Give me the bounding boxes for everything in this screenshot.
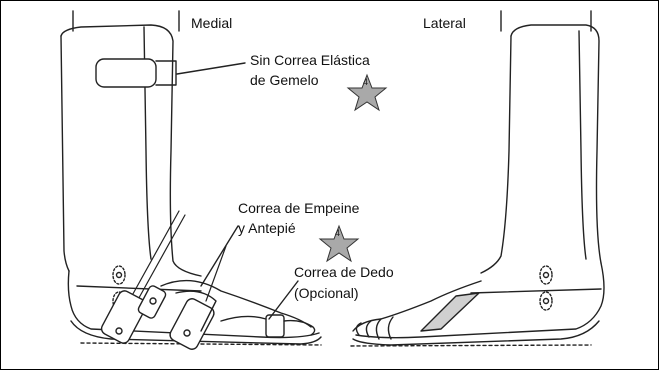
- toe-strap-label-line2: (Opcional): [294, 285, 359, 301]
- warning-star-instep: 4: [320, 226, 358, 261]
- calf-strap-label-line1: Sin Correa Elástica: [250, 52, 370, 68]
- medial-label: Medial: [191, 15, 232, 31]
- calf-leader-line: [177, 63, 245, 74]
- instep-strap-label-line1: Correa de Empeine: [238, 200, 359, 216]
- calf-strap-label-line2: de Gemelo: [250, 72, 318, 88]
- star-symbol: 4: [363, 77, 368, 87]
- lateral-brace: [351, 11, 604, 346]
- instep-strap-label-line2: y Antepié: [238, 220, 296, 236]
- star-symbol: 4: [335, 228, 340, 238]
- instep-leader-line: [201, 226, 238, 286]
- lateral-label: Lateral: [423, 15, 466, 31]
- toe-strap-label-line1: Correa de Dedo: [294, 264, 394, 280]
- warning-star-calf: 4: [348, 75, 386, 110]
